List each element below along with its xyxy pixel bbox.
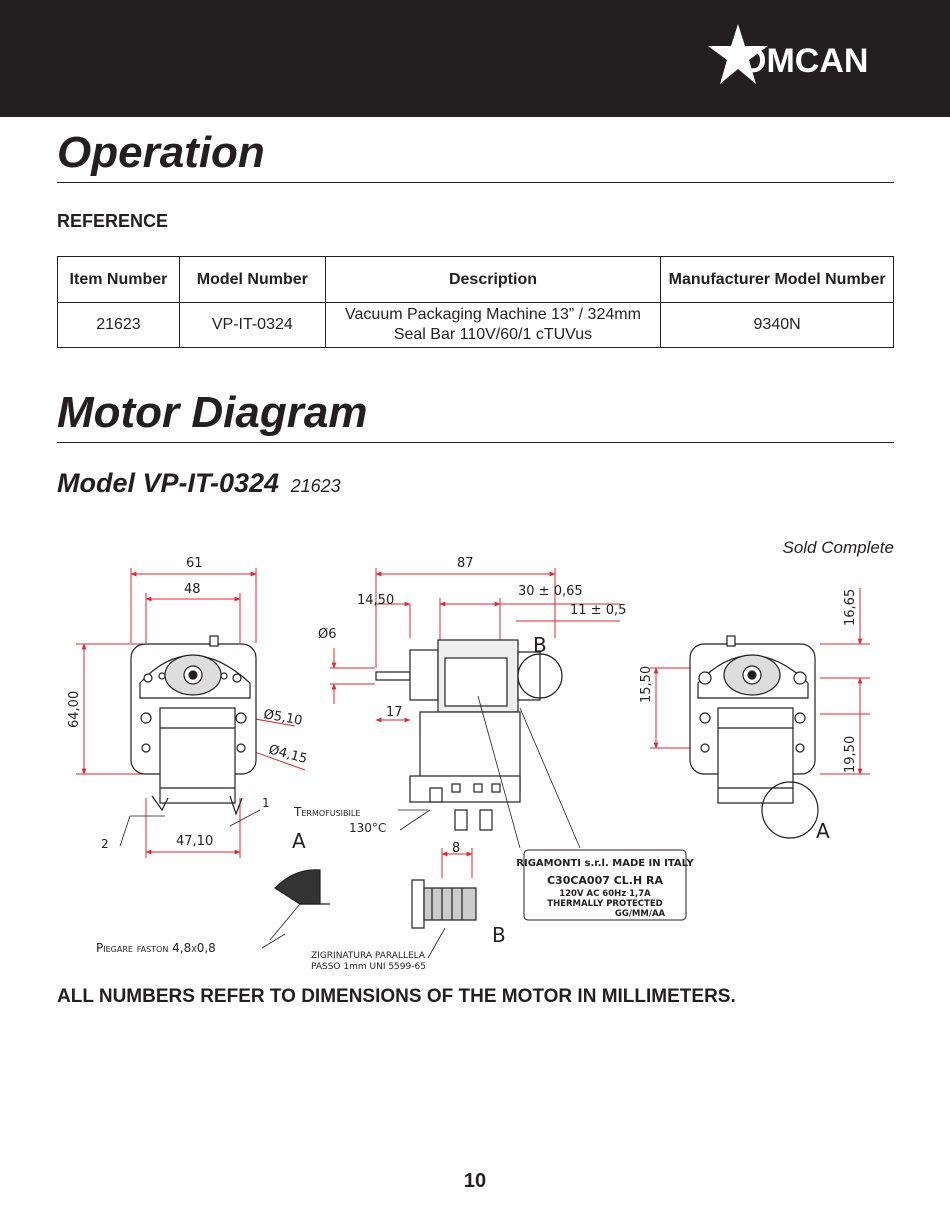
dim-47-10: 47,10: [176, 834, 213, 849]
star-icon: [708, 24, 768, 84]
omcan-logo: OMCAN: [708, 24, 898, 94]
col-description: Description: [324, 256, 662, 303]
dim-48: 48: [184, 582, 201, 597]
nameplate: [523, 849, 687, 921]
dim-64-00: 64,00: [67, 691, 82, 728]
col-manufacturer-model: Manufacturer Model Number: [660, 256, 894, 303]
label-piegare: Piegare faston 4,8x0,8: [96, 941, 216, 955]
reference-label: REFERENCE: [57, 211, 169, 231]
motor-technical-drawing: 61 48 87 14,50 30 ± 0,65 11 ± 0,5 Ø6 17 …: [67, 556, 870, 972]
dim-87: 87: [457, 556, 474, 571]
cell-item-number: 21623: [57, 302, 180, 348]
reference-table: Item Number Model Number Description Man…: [57, 256, 894, 348]
dim-30: 30 ± 0,65: [518, 584, 583, 599]
label-1: 1: [262, 796, 270, 810]
nameplate-line2: C30CA007 CL.H RA: [547, 874, 664, 887]
dim-19-50: 19,50: [843, 736, 858, 773]
label-termofusibile: Termofusibile: [293, 805, 360, 819]
nameplate-line4: THERMALLY PROTECTED: [547, 899, 662, 909]
label-zigrinatura: ZIGRINATURA PARALLELA: [311, 951, 426, 961]
header-bar: OMCAN: [0, 0, 950, 117]
label-a-mid: A: [292, 829, 306, 853]
dim-phi6: Ø6: [318, 627, 337, 642]
nameplate-line1: RIGAMONTI s.r.l. MADE IN ITALY: [516, 858, 694, 869]
nameplate-line3: 120V AC 60Hz 1,7A: [559, 889, 651, 899]
dim-16-65: 16,65: [843, 589, 858, 626]
model-name: Model VP-IT-0324: [57, 468, 280, 498]
sold-complete-note: Sold Complete: [782, 538, 894, 557]
col-item-number: Item Number: [57, 256, 180, 303]
dim-17: 17: [386, 705, 403, 720]
table-header-row: Item Number Model Number Description Man…: [57, 256, 894, 303]
dim-8: 8: [452, 841, 460, 856]
dim-11: 11 ± 0,5: [570, 603, 626, 618]
page-number: 10: [463, 1170, 487, 1192]
cell-model-number: VP-IT-0324: [178, 302, 326, 348]
nameplate-line5: GG/MM/AA: [615, 909, 666, 919]
motor-divider: [57, 442, 894, 443]
dim-14-50: 14,50: [357, 593, 394, 608]
operation-title: Operation: [57, 128, 265, 177]
dim-15-50: 15,50: [639, 666, 654, 703]
col-model-number: Model Number: [178, 256, 326, 303]
table-row: 21623 VP-IT-0324 Vacuum Packaging Machin…: [57, 302, 894, 348]
brand-name: OMCAN: [740, 42, 869, 80]
dimensions-note: ALL NUMBERS REFER TO DIMENSIONS OF THE M…: [57, 986, 736, 1007]
label-2: 2: [101, 837, 109, 851]
dim-phi4-15: Ø4,15: [267, 742, 309, 767]
title-divider: [57, 182, 894, 183]
label-passo: PASSO 1mm UNI 5599-65: [311, 962, 426, 972]
motor-diagram-title: Motor Diagram: [57, 388, 368, 437]
cell-description: Vacuum Packaging Machine 13” / 324mm Sea…: [324, 302, 662, 348]
label-b-bottom: B: [492, 923, 506, 947]
cell-manufacturer-model: 9340N: [660, 302, 894, 348]
model-item-number: 21623: [290, 476, 341, 496]
label-temp: 130°C: [349, 821, 386, 835]
label-b-top: B: [533, 633, 547, 657]
dim-61: 61: [186, 556, 203, 571]
label-a-right: A: [816, 819, 830, 843]
dim-phi5-10: Ø5,10: [262, 707, 303, 729]
model-heading: Model VP-IT-0324 21623: [57, 470, 341, 497]
